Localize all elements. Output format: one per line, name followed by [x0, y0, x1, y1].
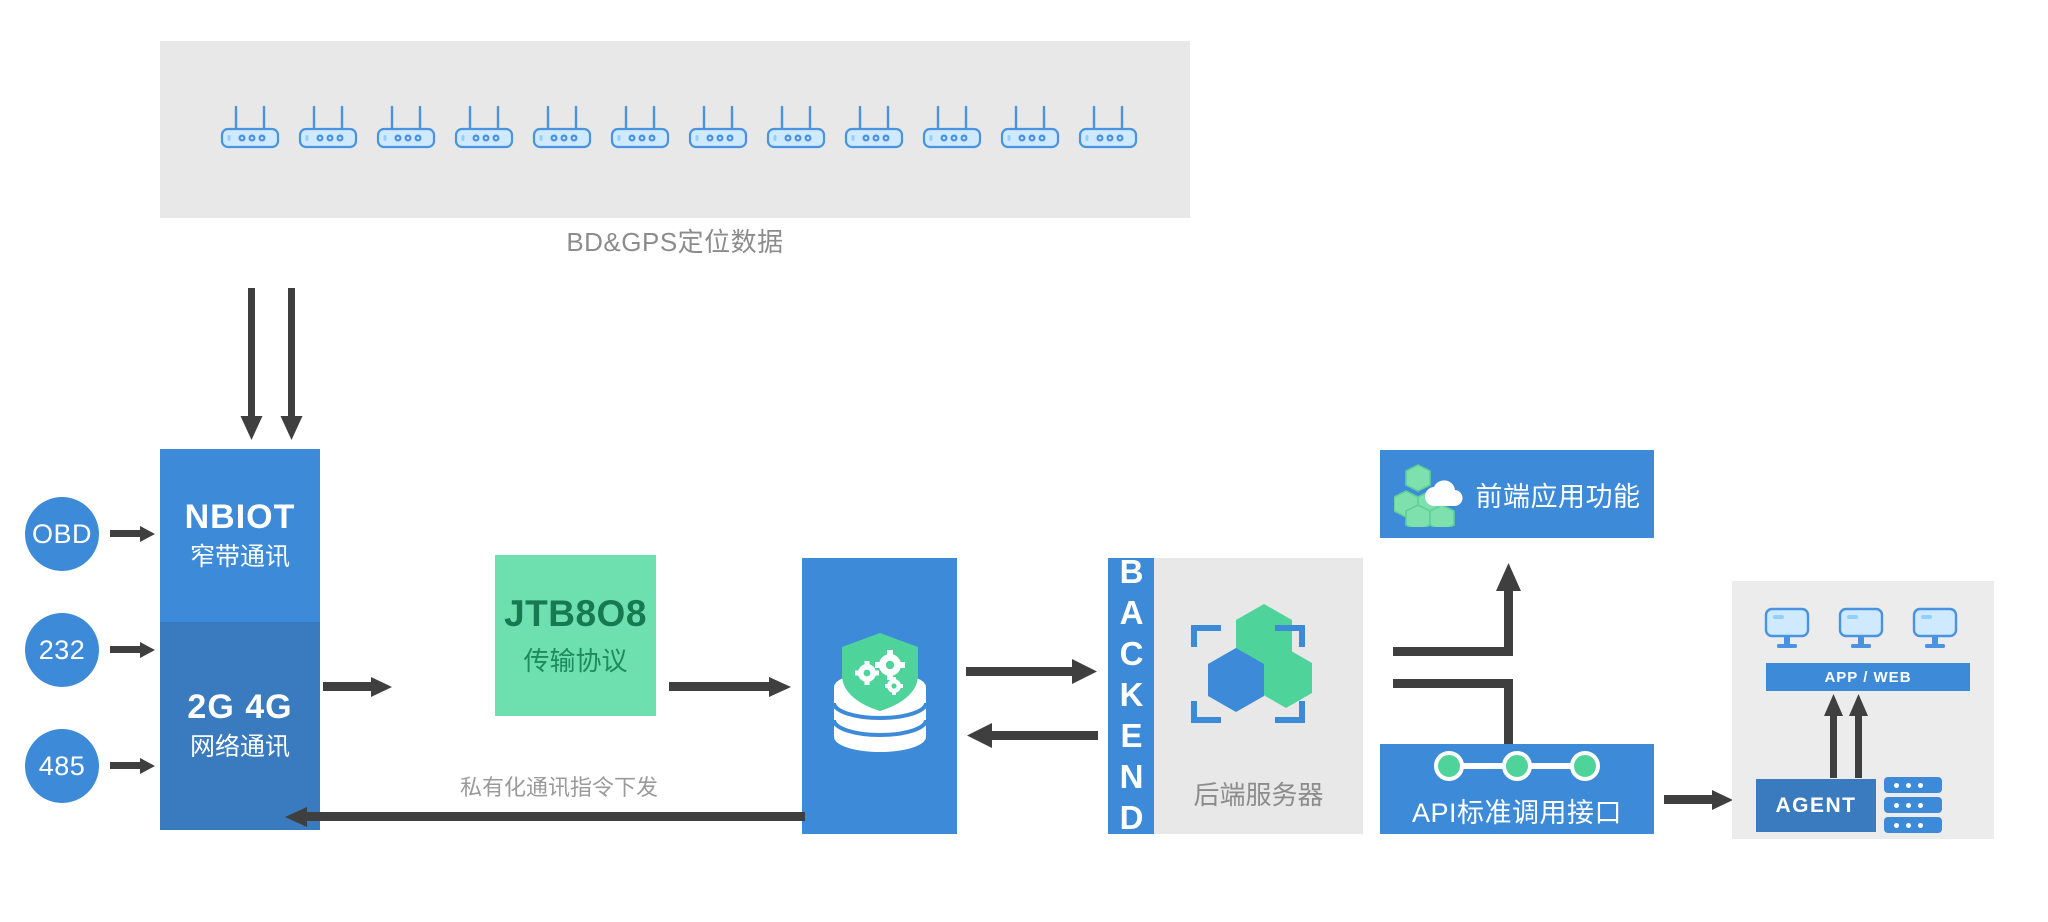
- input-485-label: 485: [38, 750, 86, 781]
- router-icon: [531, 103, 593, 155]
- protocol-box[interactable]: JTB8O8 传输协议: [495, 555, 656, 716]
- hexagon-cluster-icon: [1188, 600, 1316, 730]
- backend-to-frontend-arrow: [1393, 557, 1533, 671]
- band-to-module-arrows: [232, 288, 312, 446]
- backend-bar-label: BACKEND: [1113, 552, 1150, 840]
- obd-to-module-arrow: [110, 524, 156, 544]
- cloud-cubes-icon: [1393, 464, 1463, 527]
- router-icon: [921, 103, 983, 155]
- input-485[interactable]: 485: [25, 729, 99, 803]
- router-icon: [453, 103, 515, 155]
- module-2g4g-title: 2G 4G: [187, 688, 293, 727]
- appweb-label: APP / WEB: [1824, 668, 1912, 686]
- agent-box[interactable]: AGENT: [1756, 779, 1876, 832]
- frontend-label: 前端应用功能: [1475, 481, 1641, 512]
- module-2g4g[interactable]: 2G 4G 网络通讯: [160, 622, 320, 830]
- api-to-agent-arrow: [1664, 789, 1734, 811]
- module-to-protocol-arrow: [323, 676, 393, 698]
- router-icon: [609, 103, 671, 155]
- module-nbiot-subtitle: 窄带通讯: [189, 542, 290, 571]
- monitor-icon: [1912, 607, 1958, 656]
- node-link-icon: [1434, 750, 1600, 781]
- database-box[interactable]: [802, 558, 957, 834]
- router-icon: [375, 103, 437, 155]
- router-icon: [1077, 103, 1139, 155]
- module-nbiot-title: NBIOT: [184, 497, 296, 536]
- frontend-card[interactable]: 前端应用功能: [1380, 450, 1654, 538]
- protocol-subtitle: 传输协议: [523, 646, 628, 676]
- input-obd-label: OBD: [31, 518, 92, 549]
- router-icon: [765, 103, 827, 155]
- router-icon: [219, 103, 281, 155]
- rs485-to-module-arrow: [110, 756, 156, 776]
- monitor-icon: [1838, 607, 1884, 656]
- rs232-to-module-arrow: [110, 640, 156, 660]
- protocol-to-database-arrow: [669, 676, 792, 698]
- downlink-note: 私有化通讯指令下发: [460, 775, 659, 800]
- database-backend-bidirectional-arrows: [966, 655, 1098, 760]
- router-icon: [843, 103, 905, 155]
- input-232[interactable]: 232: [25, 613, 99, 687]
- database-shield-gears-icon: [831, 633, 928, 752]
- monitor-icon: [1764, 607, 1810, 656]
- api-card[interactable]: API标准调用接口: [1380, 744, 1654, 834]
- agent-to-appweb-arrows: [1822, 694, 1876, 778]
- downlink-command-arrow: [285, 806, 805, 828]
- input-232-label: 232: [38, 634, 86, 665]
- agent-label: AGENT: [1775, 793, 1857, 817]
- router-icon: [999, 103, 1061, 155]
- module-nbiot[interactable]: NBIOT 窄带通讯: [160, 449, 320, 622]
- server-rack-icon: [1884, 777, 1942, 793]
- api-label: API标准调用接口: [1411, 797, 1623, 828]
- router-icon: [687, 103, 749, 155]
- backend-bar[interactable]: BACKEND: [1108, 553, 1154, 840]
- router-icon: [297, 103, 359, 155]
- input-obd[interactable]: OBD: [25, 497, 99, 571]
- appweb-bar[interactable]: APP / WEB: [1766, 663, 1970, 691]
- protocol-title: JTB8O8: [504, 593, 647, 634]
- backend-caption: 后端服务器: [1193, 780, 1324, 810]
- server-rack-icon: [1884, 817, 1942, 833]
- module-2g4g-subtitle: 网络通讯: [189, 733, 290, 762]
- band-caption: BD&GPS定位数据: [566, 227, 784, 257]
- server-rack-icon: [1884, 797, 1942, 813]
